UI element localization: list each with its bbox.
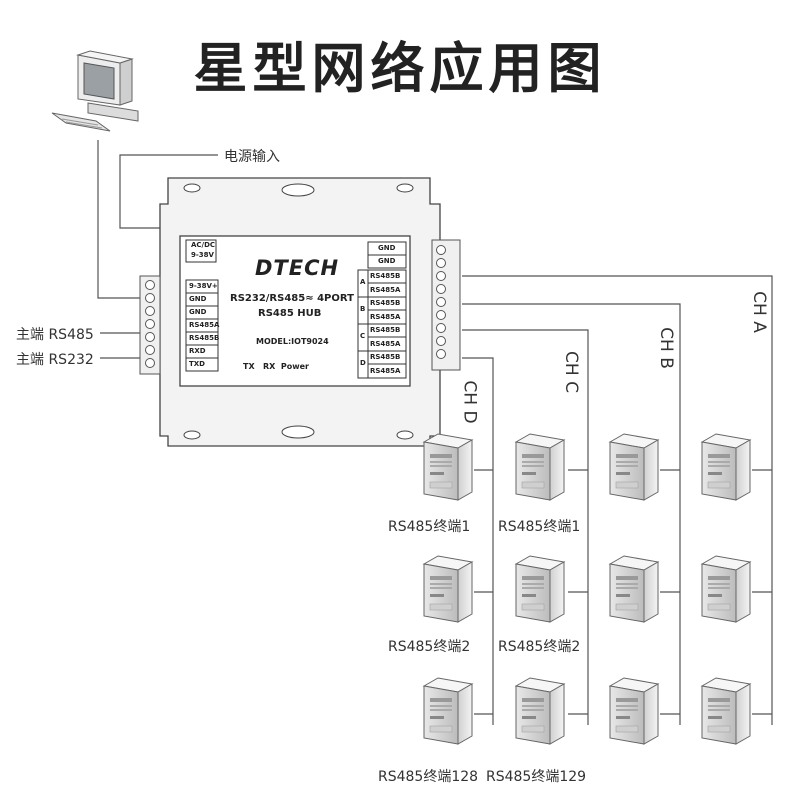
channel-a-label: CH A: [748, 291, 769, 333]
server-icon: [423, 433, 473, 501]
server-icon: [423, 677, 473, 745]
port-letter-a: A: [360, 278, 366, 286]
port-letter-b: B: [360, 305, 366, 313]
left-pin-label: RS485A: [189, 321, 220, 329]
terminal-label: RS485终端128: [378, 769, 479, 785]
top-pin-label: GND: [378, 257, 396, 265]
hub-device: [139, 177, 461, 447]
terminal-label: RS485终端2: [498, 639, 581, 655]
server-icon: [515, 433, 565, 501]
power-spec-line1: AC/DC: [191, 241, 216, 249]
port-pin-label: RS485A: [370, 286, 401, 294]
port-pin-label: RS485B: [370, 299, 401, 307]
left-pin-label: RS485B: [189, 334, 220, 342]
server-icon: [515, 555, 565, 623]
server-icon: [515, 677, 565, 745]
channel-c-label: CH C: [560, 351, 581, 393]
port-pin-label: RS485A: [370, 367, 401, 375]
port-pin-label: RS485A: [370, 340, 401, 348]
channel-d-label: CH D: [459, 380, 480, 424]
left-pin-label: 9-38V+: [189, 282, 218, 290]
terminal-label: RS485终端1: [498, 519, 581, 535]
left-pin-label: RXD: [189, 347, 206, 355]
port-pin-label: RS485B: [370, 353, 401, 361]
brand-logo: DTECH: [255, 256, 340, 280]
model-line1: RS232/RS485≈ 4PORT: [230, 293, 354, 304]
top-pin-label: GND: [378, 244, 396, 252]
port-letter-c: C: [360, 332, 366, 340]
master-rs485-label: 主端 RS485: [16, 327, 94, 343]
terminal-label: RS485终端1: [388, 519, 471, 535]
power-spec-line2: 9-38V: [191, 251, 214, 259]
computer-icon: [51, 50, 139, 132]
page-title: 星型网络应用图: [193, 37, 607, 100]
model-number: MODEL:IOT9024: [256, 337, 329, 346]
model-line2: RS485 HUB: [258, 308, 322, 319]
server-icon: [609, 433, 659, 501]
port-pin-label: RS485B: [370, 272, 401, 280]
server-icon: [609, 677, 659, 745]
port-pin-label: RS485B: [370, 326, 401, 334]
terminal-label: RS485终端2: [388, 639, 471, 655]
channel-b-label: CH B: [655, 327, 676, 369]
server-icon: [701, 555, 751, 623]
left-pin-label: TXD: [189, 360, 205, 368]
left-pin-label: GND: [189, 295, 207, 303]
connection-lines: [97, 140, 773, 725]
terminal-servers: [423, 433, 751, 745]
server-icon: [609, 555, 659, 623]
port-pin-label: RS485A: [370, 313, 401, 321]
power-input-label: 电源输入: [224, 149, 280, 165]
server-icon: [701, 433, 751, 501]
left-pin-label: GND: [189, 308, 207, 316]
terminal-label: RS485终端129: [486, 769, 587, 785]
port-letter-d: D: [360, 359, 366, 367]
indicator-labels: TX RX Power: [243, 362, 309, 371]
server-icon: [701, 677, 751, 745]
master-rs232-label: 主端 RS232: [16, 352, 94, 368]
server-icon: [423, 555, 473, 623]
